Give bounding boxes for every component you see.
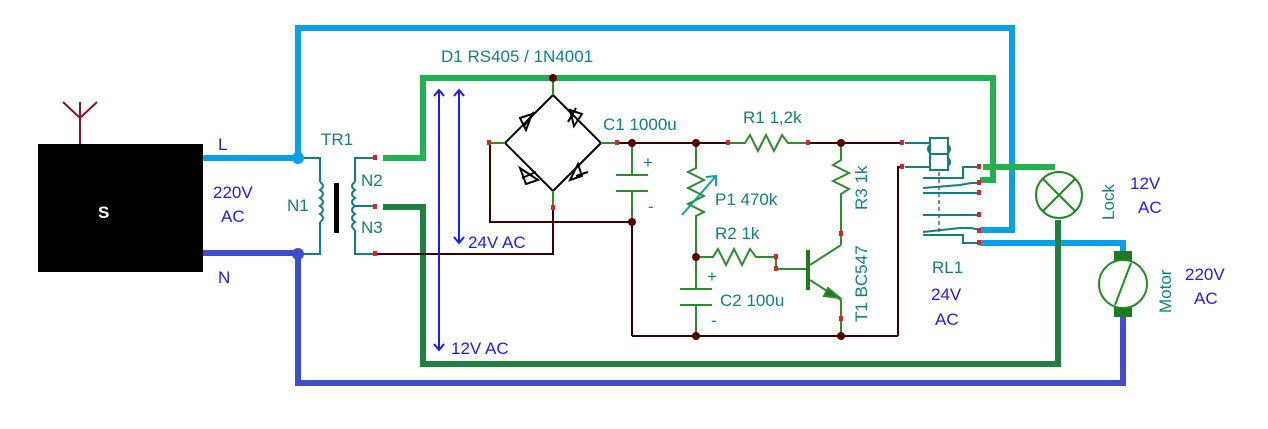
relay-voltage-ac: AC bbox=[935, 310, 959, 329]
neutral-junction bbox=[292, 248, 304, 260]
lock-voltage: 12V bbox=[1130, 174, 1161, 193]
relay-voltage: 24V bbox=[931, 285, 962, 304]
c2-label: C2 100u bbox=[720, 291, 784, 310]
resistor-r2 bbox=[696, 246, 808, 270]
r1-label: R1 1,2k bbox=[743, 108, 802, 127]
c2-minus: - bbox=[711, 311, 717, 330]
secondary-n2-label: N2 bbox=[361, 171, 383, 190]
motor-icon bbox=[1098, 251, 1148, 317]
voltage-24v-label: 24V AC bbox=[468, 233, 526, 252]
t1-label: T1 BC547 bbox=[852, 245, 871, 322]
pin-markers bbox=[373, 140, 981, 321]
c2-plus: + bbox=[707, 267, 717, 286]
lock-voltage-ac: AC bbox=[1138, 198, 1162, 217]
voltage-arrows bbox=[433, 88, 465, 352]
live-label: L bbox=[218, 135, 227, 154]
relay-ref-label: RL1 bbox=[932, 258, 963, 277]
c1-minus: - bbox=[648, 197, 654, 216]
p1-label: P1 470k bbox=[715, 190, 778, 209]
neutral-label: N bbox=[218, 268, 230, 287]
capacitor-c2 bbox=[680, 257, 712, 336]
bridge-ref-label: D1 RS405 / 1N4001 bbox=[441, 47, 593, 66]
n3-wire bbox=[375, 208, 554, 255]
live-wire bbox=[203, 25, 1126, 252]
bridge-ac-wire bbox=[489, 143, 632, 223]
mains-voltage-ac: AC bbox=[221, 207, 245, 226]
bridge-leads bbox=[490, 78, 617, 208]
wire-24v bbox=[383, 75, 1055, 183]
c1-plus: + bbox=[643, 153, 653, 172]
junction-dots bbox=[549, 74, 845, 340]
motor-voltage: 220V bbox=[1185, 265, 1225, 284]
primary-winding-label: N1 bbox=[287, 196, 309, 215]
potentiometer-arrow bbox=[681, 174, 717, 216]
r3-label: R3 1k bbox=[852, 165, 871, 210]
mains-voltage: 220V bbox=[213, 183, 253, 202]
transformer-tr1 bbox=[304, 157, 375, 255]
motor-voltage-ac: AC bbox=[1194, 289, 1218, 308]
live-junction bbox=[292, 152, 304, 164]
receiver-module bbox=[38, 101, 203, 272]
transistor-t1 bbox=[806, 233, 844, 336]
potentiometer-p1 bbox=[685, 143, 707, 257]
resistor-r3 bbox=[830, 143, 852, 233]
wire-12v bbox=[383, 204, 1061, 367]
capacitor-c1 bbox=[616, 143, 648, 222]
motor-label: Motor bbox=[1156, 269, 1175, 313]
transformer-ref: TR1 bbox=[321, 130, 353, 149]
secondary-n3-label: N3 bbox=[361, 218, 383, 237]
receiver-label: S bbox=[98, 203, 109, 222]
lock-label: Lock bbox=[1099, 184, 1118, 220]
c1-label: C1 1000u bbox=[603, 115, 677, 134]
relay-rl1 bbox=[905, 137, 981, 244]
bridge-rectifier bbox=[504, 94, 602, 192]
lock-lamp-icon bbox=[1035, 171, 1083, 219]
voltage-12v-label: 12V AC bbox=[451, 339, 509, 358]
resistor-r1 bbox=[728, 132, 808, 154]
neutral-wire bbox=[203, 250, 1126, 386]
r2-label: R2 1k bbox=[715, 224, 760, 243]
